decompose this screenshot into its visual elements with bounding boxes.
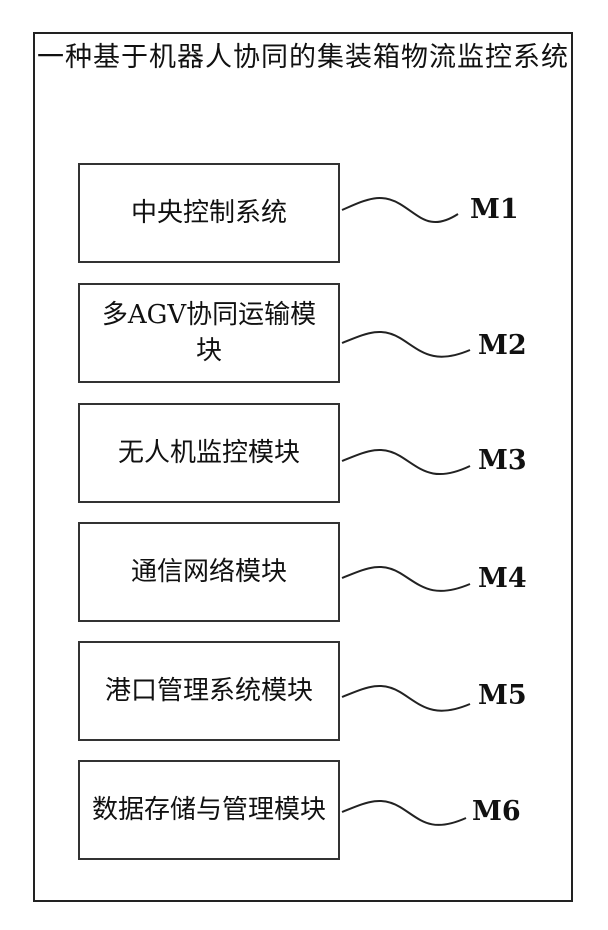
module-label-m2: M2 xyxy=(478,330,527,361)
module-label-m5: M5 xyxy=(478,680,527,711)
module-label-m4: M4 xyxy=(478,563,527,594)
module-text: 无人机监控模块 xyxy=(118,435,300,471)
leader-line-m5 xyxy=(342,686,470,711)
module-text: 数据存储与管理模块 xyxy=(92,792,326,828)
leader-line-m1 xyxy=(342,198,458,222)
leader-line-m3 xyxy=(342,450,470,474)
module-box-communication-network: 通信网络模块 xyxy=(78,522,340,622)
module-box-port-management: 港口管理系统模块 xyxy=(78,641,340,741)
leader-line-m2 xyxy=(342,332,470,357)
module-text: 多AGV协同运输模块 xyxy=(90,297,328,369)
leader-line-m4 xyxy=(342,567,470,591)
module-label-m1: M1 xyxy=(470,194,519,225)
module-text: 中央控制系统 xyxy=(131,195,287,231)
leader-line-m6 xyxy=(342,801,466,825)
module-box-drone-monitoring: 无人机监控模块 xyxy=(78,403,340,503)
module-label-m6: M6 xyxy=(472,796,521,827)
module-text: 通信网络模块 xyxy=(131,554,287,590)
module-box-data-storage: 数据存储与管理模块 xyxy=(78,760,340,860)
module-box-agv-transport: 多AGV协同运输模块 xyxy=(78,283,340,383)
module-label-m3: M3 xyxy=(478,445,527,476)
module-text: 港口管理系统模块 xyxy=(105,673,313,709)
module-box-central-control: 中央控制系统 xyxy=(78,163,340,263)
